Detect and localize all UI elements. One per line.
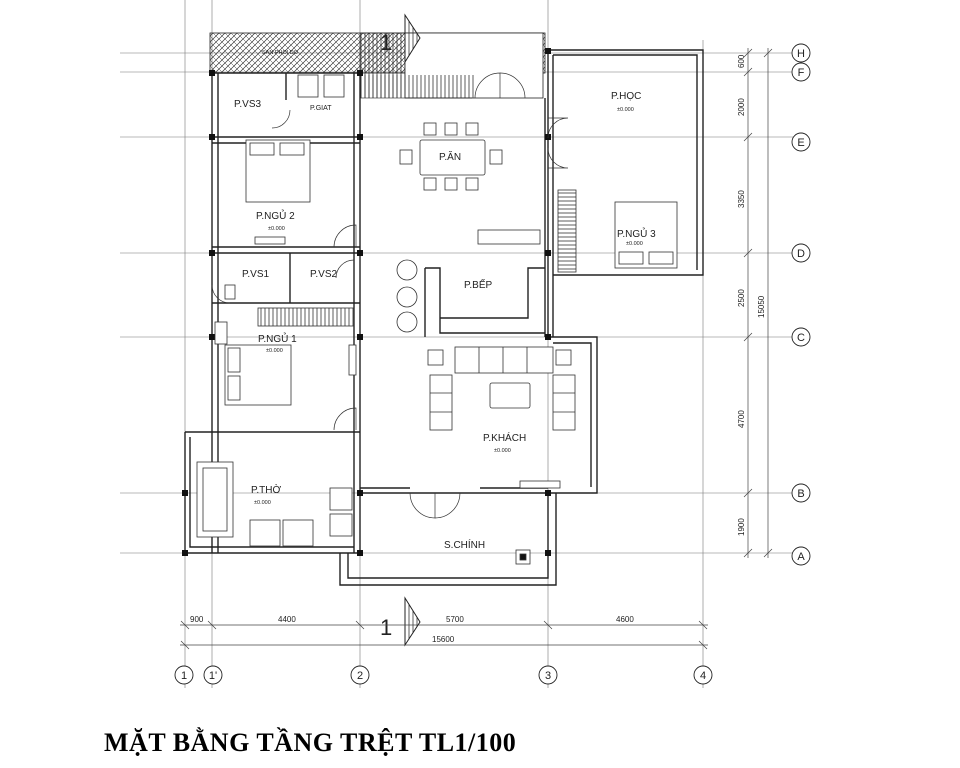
room-label-tho: P.THỜ — [251, 483, 281, 496]
grid-bubble-E: E — [791, 132, 811, 152]
svg-text:H: H — [797, 48, 805, 60]
room-label-vs2: P.VS2 — [310, 269, 337, 280]
room-label-hoc: P.HỌC — [611, 91, 641, 102]
dim-v-1: 2000 — [737, 98, 746, 116]
room-label-san-phoi: SAN PHOI DO — [262, 50, 299, 56]
grid-bubble-D: D — [791, 243, 811, 263]
vertical-dimension-lines — [743, 48, 773, 558]
furniture — [196, 74, 678, 565]
grid-bubble-3: 3 — [538, 665, 558, 685]
horizontal-dimension-texts: 900 4400 5700 4600 15600 — [190, 615, 634, 644]
grid-row-bubbles: H F E D C B A — [791, 43, 811, 566]
vertical-dimension-texts: 600 2000 3350 2500 4700 1900 15050 — [737, 54, 766, 536]
dim-v-5: 1900 — [737, 518, 746, 536]
dim-v-2: 3350 — [737, 190, 746, 208]
dim-h-2: 5700 — [446, 615, 464, 624]
room-label-sanh: S.CHÍNH — [444, 538, 485, 551]
svg-text:A: A — [797, 551, 805, 563]
grid-bubble-1-prime: 1' — [203, 665, 223, 685]
svg-text:4: 4 — [700, 670, 706, 682]
room-label-ngu3: P.NGỦ 3 — [617, 227, 656, 240]
dim-v-4: 4700 — [737, 410, 746, 428]
room-label-vs3: P.VS3 — [234, 99, 261, 110]
level-ngu2: ±0.000 — [268, 226, 285, 232]
doors — [211, 72, 569, 519]
section-mark-bottom: 1 — [380, 596, 421, 647]
grid-column-bubbles: 1 1' 2 3 4 — [174, 665, 713, 685]
grid-bubble-B: B — [791, 483, 811, 503]
dim-h-0: 900 — [190, 615, 204, 624]
dim-v-3: 2500 — [737, 289, 746, 307]
section-label-top: 1 — [380, 30, 392, 55]
dim-h-total: 15600 — [432, 635, 455, 644]
grid-bubble-C: C — [791, 327, 811, 347]
room-label-giat: P.GIAT — [310, 105, 332, 112]
room-label-ngu1: P.NGỦ 1 — [258, 332, 297, 345]
svg-text:1: 1 — [181, 670, 187, 682]
svg-text:D: D — [797, 248, 805, 260]
svg-text:B: B — [797, 488, 804, 500]
level-ngu1: ±0.000 — [266, 348, 283, 354]
room-label-khach: P.KHÁCH — [483, 431, 526, 444]
dim-v-0: 600 — [737, 54, 746, 68]
columns — [182, 48, 551, 556]
room-labels: SAN PHOI DO P.VS3 P.GIAT P.HỌC ±0.000 P.… — [234, 50, 656, 551]
level-khach: ±0.000 — [494, 448, 511, 454]
svg-text:F: F — [798, 67, 805, 79]
grid-bubble-A: A — [791, 546, 811, 566]
grid-bubble-4: 4 — [693, 665, 713, 685]
drawing-title: MẶT BẰNG TẦNG TRỆT TL1/100 — [104, 728, 517, 757]
grid-bubble-F: F — [791, 62, 811, 82]
level-ngu3: ±0.000 — [626, 241, 643, 247]
room-label-an: P.ĂN — [439, 150, 461, 163]
grid-bubble-1: 1 — [174, 665, 194, 685]
horizontal-dimension-lines — [180, 620, 708, 650]
room-label-vs1: P.VS1 — [242, 269, 269, 280]
level-hoc: ±0.000 — [617, 107, 634, 113]
dim-v-total: 15050 — [757, 295, 766, 318]
grid-bubble-H: H — [791, 43, 811, 63]
grid-bubble-2: 2 — [350, 665, 370, 685]
svg-text:E: E — [797, 137, 804, 149]
room-label-bep: P.BẾP — [464, 278, 492, 291]
level-tho: ±0.000 — [254, 500, 271, 506]
svg-text:2: 2 — [357, 670, 363, 682]
dim-h-3: 4600 — [616, 615, 634, 624]
svg-text:3: 3 — [545, 670, 551, 682]
dim-h-1: 4400 — [278, 615, 296, 624]
section-label-bottom: 1 — [380, 615, 392, 640]
svg-text:C: C — [797, 332, 805, 344]
section-mark-top: 1 — [380, 13, 421, 64]
svg-text:1': 1' — [209, 670, 217, 682]
room-label-ngu2: P.NGỦ 2 — [256, 209, 295, 222]
